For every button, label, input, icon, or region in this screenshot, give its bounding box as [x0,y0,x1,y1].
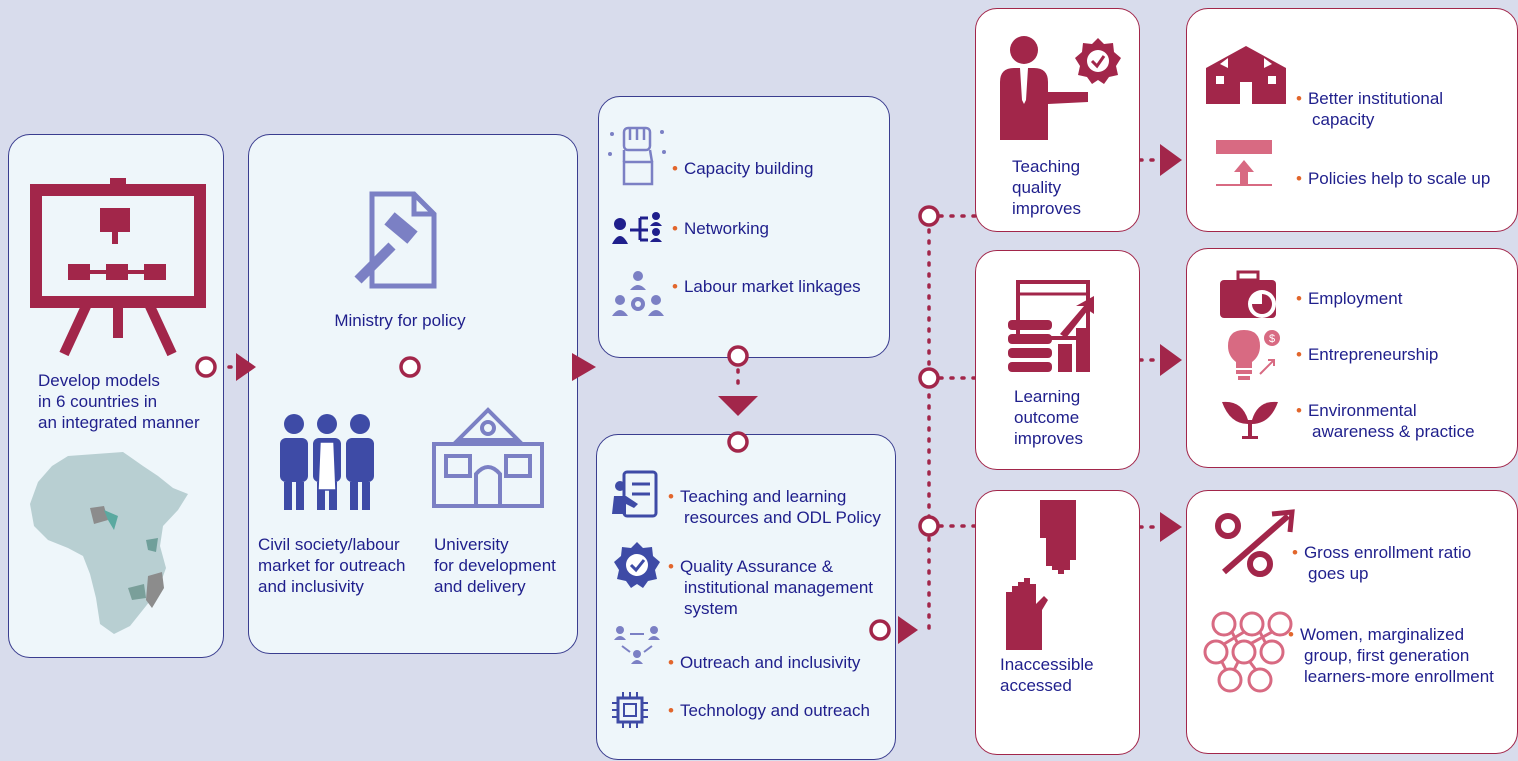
impact-item-women-enrollment: •Women, marginalized group, first genera… [1288,625,1494,686]
impact-item-policies: •Policies help to scale up [1296,169,1491,188]
activities-box [596,434,896,760]
input-item-networking: •Networking [672,219,769,238]
outreach-people-icon [614,626,660,664]
percent-up-icon [1215,509,1295,577]
university-label: University for development and delivery [434,535,556,596]
activity-item-outreach: •Outreach and inclusivity [668,653,861,672]
microchip-icon [612,692,648,728]
impact-item-entrepreneurship: •Entrepreneurship [1296,345,1439,364]
input-item-capacity: •Capacity building [672,159,814,178]
people-group-icon [280,414,374,510]
teaching-quality-label: Teaching quality improves [1012,157,1081,218]
flow-arrow-head [1160,512,1182,542]
quality-badge-icon [614,542,660,588]
connector-node [918,367,940,389]
hands-reaching-icon [1006,500,1076,650]
develop-models-text: Develop models in 6 countries in an inte… [38,371,200,432]
people-gear-icon [612,271,664,316]
access-label: Inaccessible accessed [1000,655,1094,695]
impact-item-employment: •Employment [1296,289,1403,308]
university-building-icon [432,407,544,508]
lightbulb-dollar-icon: $ [1228,330,1280,380]
businessman-badge-icon [1000,36,1121,140]
inputs-box [598,96,890,358]
briefcase-chart-icon [1220,270,1276,318]
flow-arrow-head [1160,344,1182,376]
institution-building-icon [1206,46,1286,104]
learning-outcome-label: Learning outcome improves [1014,387,1083,448]
plant-sprout-icon [1222,401,1278,439]
activity-item-technology: •Technology and outreach [668,701,870,720]
svg-text:$: $ [1269,333,1275,345]
growth-book-icon [1008,280,1094,372]
activity-item-teaching: •Teaching and learning resources and ODL… [668,487,881,527]
connector-node [918,205,940,227]
network-people-icon [612,212,662,244]
people-network-icon [1203,611,1293,693]
civil-society-label: Civil society/labour market for outreach… [258,535,406,596]
learning-outcome-box [975,250,1140,470]
presentation-easel-icon [30,178,206,357]
input-item-labour: •Labour market linkages [672,277,861,296]
scale-up-arrow-icon [1216,140,1272,186]
flow-arrow-head [1160,144,1182,176]
flow-arrow-head [718,396,758,416]
raised-fist-icon [608,126,666,186]
impact-item-environmental: •Environmental awareness & practice [1296,401,1475,441]
flow-arrow-head [898,616,918,644]
impact-item-gross-enrollment: •Gross enrollment ratio goes up [1292,543,1472,583]
connector-node [918,515,940,537]
teacher-board-icon [612,470,658,518]
stakeholders-box [248,134,578,654]
activity-item-quality: •Quality Assurance & institutional manag… [668,557,874,618]
policy-document-gavel-icon [354,191,437,289]
impact-item-institutional: •Better institutional capacity [1296,89,1444,129]
africa-map-icon [30,452,188,634]
ministry-label: Ministry for policy [334,311,466,330]
